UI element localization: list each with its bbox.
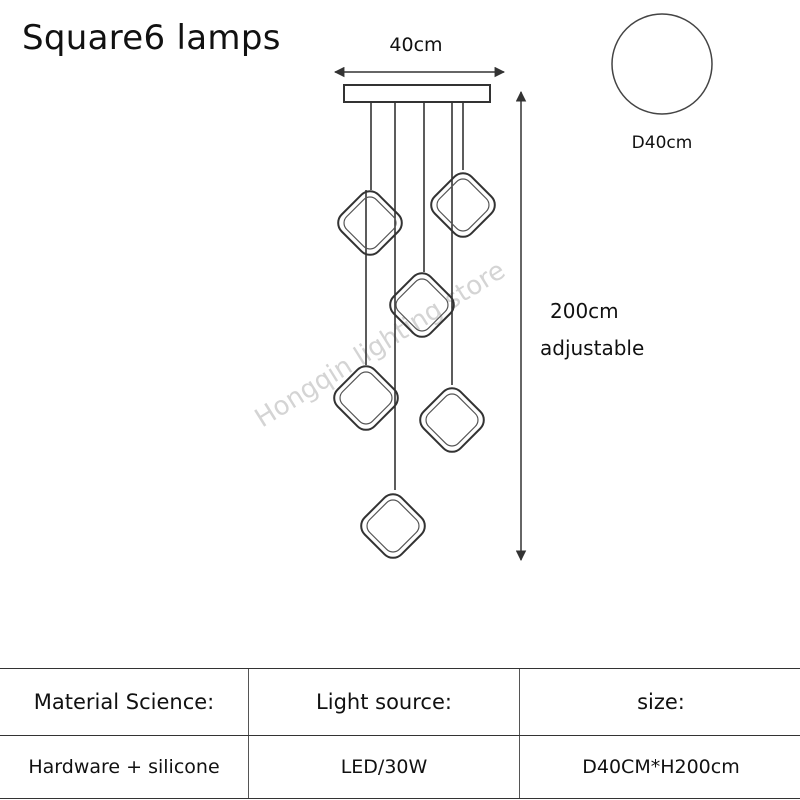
top-view-label: D40cm <box>632 133 693 153</box>
spec-header-light-source: Light source: <box>248 668 520 736</box>
page-title: Square6 lamps <box>22 18 281 58</box>
spec-value-row: Hardware + silicone LED/30W D40CM*H200cm <box>0 735 800 799</box>
top-view-circle-icon <box>611 13 713 115</box>
spec-value-light-source: LED/30W <box>248 735 520 799</box>
spec-header-row: Material Science: Light source: size: <box>0 668 800 736</box>
lamp-ring-icon <box>337 190 403 256</box>
lamp-ring-icon <box>360 493 426 559</box>
spec-table: Material Science: Light source: size: Ha… <box>0 668 800 799</box>
spec-header-material: Material Science: <box>0 668 249 736</box>
spec-value-material: Hardware + silicone <box>0 735 249 799</box>
height-label-adjustable: adjustable <box>540 336 644 360</box>
spec-header-size: size: <box>519 668 800 736</box>
lamp-diagram: Hongqin lighting store 40cm 200cm adjust… <box>250 13 713 562</box>
spec-value-size: D40CM*H200cm <box>519 735 800 799</box>
watermark-text: Hongqin lighting store <box>250 255 511 433</box>
lamp-ring-icon <box>389 272 455 338</box>
lamp-ring-icon <box>430 172 496 238</box>
lamp-ring-icon <box>333 365 399 431</box>
height-label-value: 200cm <box>550 299 619 323</box>
ceiling-canopy <box>343 84 491 103</box>
width-label: 40cm <box>389 34 442 56</box>
lamp-ring-icon <box>419 387 485 453</box>
